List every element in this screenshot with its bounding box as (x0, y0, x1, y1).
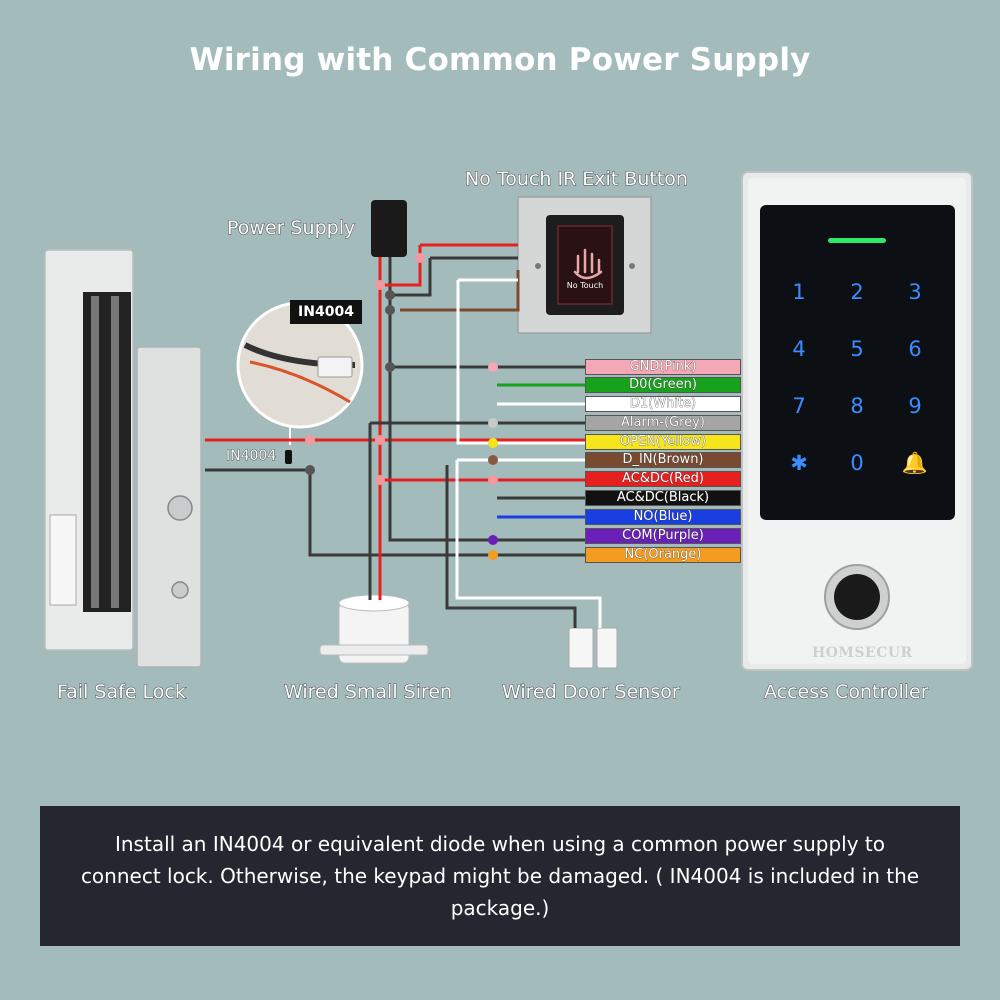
label-fail-safe-lock: Fail Safe Lock (57, 681, 187, 704)
diode-warning-note: Install an IN4004 or equivalent diode wh… (40, 806, 960, 946)
keypad-key[interactable]: 🔔 (901, 451, 929, 475)
label-exit-button: No Touch IR Exit Button (465, 168, 689, 191)
keypad-key[interactable]: 1 (792, 280, 806, 304)
hand-icon (573, 248, 603, 280)
diode-inline-label: IN4004 (226, 448, 277, 465)
keypad-key[interactable]: 5 (850, 337, 864, 361)
wire-label: AC&DC(Black) (585, 490, 741, 506)
wire-label: Alarm-(Grey) (585, 415, 741, 431)
power-supply-icon (371, 200, 407, 257)
brand-logo: HOMSECUR (812, 645, 913, 661)
keypad-key[interactable]: 7 (792, 394, 806, 418)
label-siren: Wired Small Siren (283, 681, 453, 704)
keypad-key[interactable]: 2 (850, 280, 864, 304)
wire-label: OPEN(Yellow) (585, 434, 741, 450)
keypad-screen (760, 205, 955, 520)
diode-callout-tag: IN4004 (290, 300, 362, 324)
page-title: Wiring with Common Power Supply (189, 42, 811, 78)
wire-label: D_IN(Brown) (585, 452, 741, 468)
keypad-key[interactable]: 6 (908, 337, 922, 361)
label-door-sensor: Wired Door Sensor (502, 681, 681, 704)
keypad-key[interactable]: 0 (850, 451, 864, 475)
wire-label: D0(Green) (585, 377, 741, 393)
keypad-key[interactable]: 9 (908, 394, 922, 418)
wire-label: COM(Purple) (585, 528, 741, 544)
wire-label: AC&DC(Red) (585, 471, 741, 487)
wire-label: GND(Pink) (585, 359, 741, 375)
keypad-key[interactable]: 8 (850, 394, 864, 418)
wire-label: D1(White) (585, 396, 741, 412)
serial-sticker (49, 514, 77, 606)
label-power-supply: Power Supply (226, 217, 356, 240)
label-access-controller: Access Controller (764, 681, 930, 704)
wire-label: NC(Orange) (585, 547, 741, 563)
keypad-key[interactable]: 4 (792, 337, 806, 361)
status-led-icon (828, 238, 886, 243)
door-sensor-icon (568, 627, 618, 669)
keypad-key[interactable]: ✱ (790, 451, 808, 475)
keypad-key[interactable]: 3 (908, 280, 922, 304)
wire-label: NO(Blue) (585, 509, 741, 525)
exit-button-text: No Touch (566, 281, 604, 290)
siren-icon (319, 594, 429, 664)
